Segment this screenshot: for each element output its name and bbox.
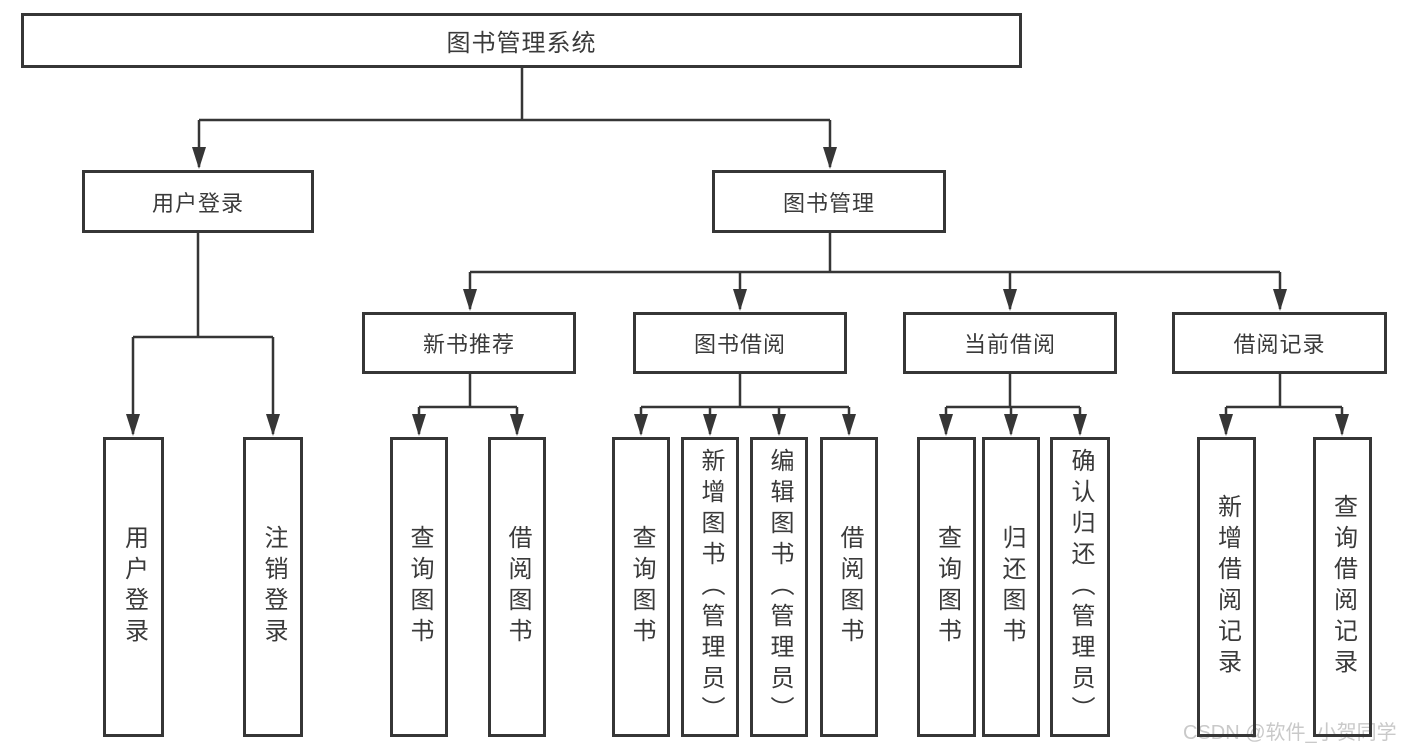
leaf-records-query: 查询借阅记录 [1313,437,1372,737]
node-current-borrow-label: 当前借阅 [963,332,1056,357]
leaf-current-confirm-label: 确认归还（管理员） [1067,447,1094,727]
leaf-current-query-label: 查询图书 [933,525,961,649]
arrows-level3 [463,272,1287,311]
leaf-borrow-query-label: 查询图书 [628,525,655,649]
leaf-current-query: 查询图书 [917,437,976,737]
node-root-label: 图书管理系统 [446,30,597,57]
leaf-current-return-label: 归还图书 [998,525,1025,649]
node-user-login-label: 用户登录 [151,190,244,216]
leaf-newbook-borrow-label: 借阅图书 [504,525,531,649]
leaf-records-query-label: 查询借阅记录 [1329,494,1357,680]
leaf-borrow-borrow-label: 借阅图书 [836,525,863,649]
leaf-borrow-query: 查询图书 [612,437,670,737]
leaf-borrow-add: 新增图书（管理员） [681,437,739,737]
leaf-newbook-query-label: 查询图书 [406,525,433,649]
leaf-current-confirm: 确认归还（管理员） [1050,437,1110,737]
leaf-user-login: 用户登录 [103,437,164,737]
node-new-book: 新书推荐 [362,312,576,374]
node-borrow-records-label: 借阅记录 [1233,332,1326,357]
node-book-mgmt: 图书管理 [712,170,946,233]
leaf-borrow-borrow: 借阅图书 [820,437,878,737]
leaf-records-add-label: 新增借阅记录 [1213,494,1241,680]
node-current-borrow: 当前借阅 [903,312,1117,374]
node-book-borrow-label: 图书借阅 [693,332,786,357]
leaf-logout-label: 注销登录 [260,525,287,649]
leaf-newbook-query: 查询图书 [390,437,448,737]
node-borrow-records: 借阅记录 [1172,312,1387,374]
node-user-login: 用户登录 [82,170,314,233]
node-book-mgmt-label: 图书管理 [782,190,875,216]
leaf-user-login-label: 用户登录 [120,525,148,649]
arrows-level2 [192,120,837,169]
node-new-book-label: 新书推荐 [422,332,515,357]
node-book-borrow: 图书借阅 [633,312,847,374]
leaf-borrow-edit-label: 编辑图书（管理员） [766,447,793,727]
leaf-current-return: 归还图书 [982,437,1040,737]
leaf-newbook-borrow: 借阅图书 [488,437,546,737]
leaf-logout: 注销登录 [243,437,303,737]
csdn-watermark: CSDN @软件_小贺同学 [1183,722,1397,744]
leaf-records-add: 新增借阅记录 [1197,437,1256,737]
leaf-borrow-edit: 编辑图书（管理员） [750,437,808,737]
node-root: 图书管理系统 [21,13,1022,68]
leaf-borrow-add-label: 新增图书（管理员） [697,447,724,727]
